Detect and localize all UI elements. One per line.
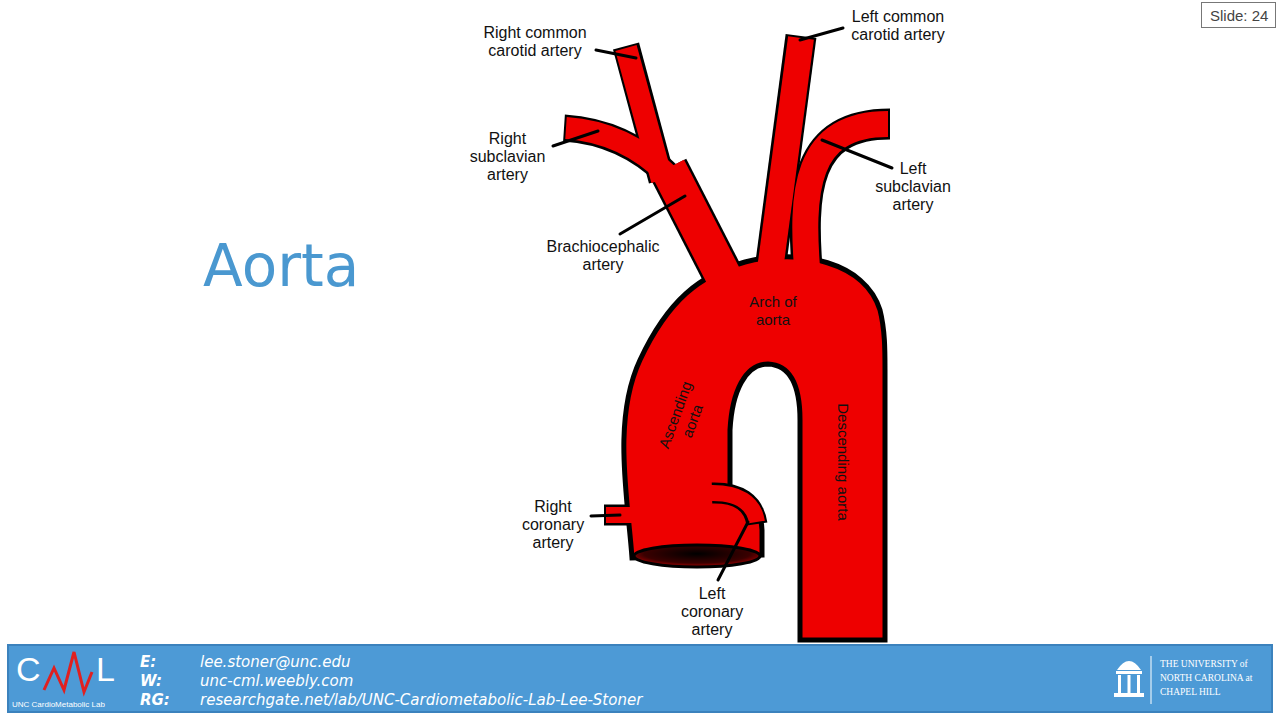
lab-logo: C L UNC CardioMetabolic Lab — [8, 645, 130, 712]
footer-band: C L UNC CardioMetabolic Lab E: lee.stoner@un… — [8, 645, 1272, 712]
logo-text: C — [16, 649, 41, 690]
slide-number-box: Slide: 24 — [1201, 2, 1276, 28]
anatomy-label: Arch of aorta — [737, 293, 809, 329]
footer-text: W: — [140, 672, 162, 690]
footer-text: E: — [140, 653, 156, 671]
footer-text: researchgate.net/lab/UNC-Cardiometabolic… — [200, 691, 642, 709]
slide-title: Aorta — [203, 232, 359, 300]
logo-zigzag — [44, 652, 92, 692]
aorta-body — [624, 257, 885, 640]
anatomy-label: Descending aorta — [834, 382, 852, 542]
bell-tower-icon — [1114, 661, 1144, 697]
footer-band — [8, 645, 1272, 712]
anatomy-label: Right coronary artery — [513, 498, 593, 552]
logo-text: L — [96, 649, 115, 690]
anatomy-label: Right common carotid artery — [470, 24, 600, 60]
anatomy-label: Left coronary artery — [672, 585, 752, 639]
anatomy-label: Left common carotid artery — [838, 8, 958, 44]
footer-text: THE UNIVERSITY of NORTH CAROLINA at CHAP… — [1160, 657, 1278, 699]
footer-text: lee.stoner@unc.edu — [200, 653, 350, 671]
anatomy-label: Left subclavian artery — [868, 160, 958, 214]
anatomy-label: Right subclavian artery — [460, 130, 555, 184]
leader-lines — [553, 28, 892, 580]
logo-text: UNC CardioMetabolic Lab — [12, 700, 105, 710]
aortic-opening — [634, 545, 760, 567]
footer-text: unc-cml.weebly.com — [200, 672, 353, 690]
slide-number: Slide: 24 — [1210, 7, 1268, 25]
anatomy-label: Brachiocephalic artery — [533, 238, 673, 274]
logo-divider — [1151, 656, 1152, 704]
footer-text: RG: — [140, 691, 170, 709]
left-coronary-fill — [710, 493, 757, 522]
